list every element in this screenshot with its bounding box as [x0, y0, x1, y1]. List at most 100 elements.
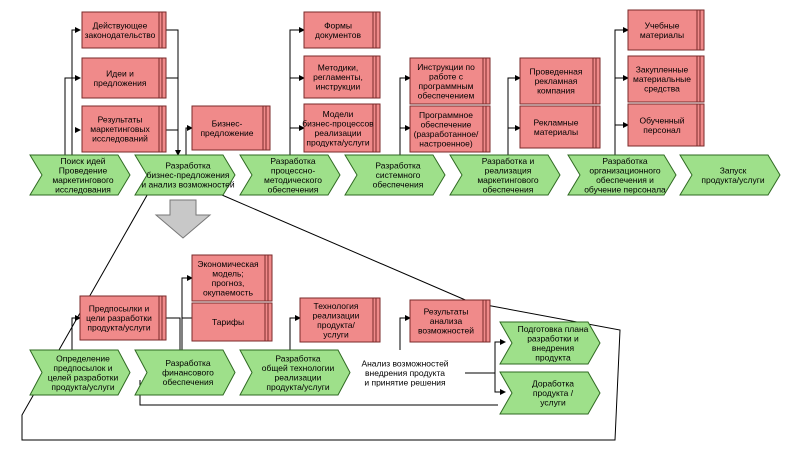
process-refine-label-line: Доработка: [532, 379, 574, 389]
document-equipment-label-line: средства: [644, 84, 680, 94]
process-develop-proposal-label-line: и анализ возможностей: [141, 180, 235, 190]
document-economic-model-label-line: прогноз,: [212, 278, 245, 288]
process-develop-marketing-label-line: маркетингового: [477, 175, 539, 185]
document-methods-label-line: инструкции: [316, 82, 361, 92]
document-ad-campaign-label-line: Проведенная: [530, 67, 583, 77]
document-methods-label-line: регламенты,: [313, 72, 363, 82]
document-forms-label-line: Формы: [324, 20, 352, 30]
process-develop-system-label-line: Разработка: [375, 161, 421, 171]
process-search-ideas-label-line: исследования: [55, 184, 111, 194]
document-process-models[interactable]: Моделибизнес-процессовреализациипродукта…: [302, 103, 381, 153]
process-develop-tech-label-line: реализации: [275, 372, 322, 382]
process-refine-label-line: продукта /: [533, 388, 574, 398]
document-legislation-label-line: законодательство: [85, 30, 156, 40]
process-define-goals-label-line: Определение: [56, 353, 110, 363]
process-search-ideas[interactable]: Поиск идейПроведениемаркетинговогоисслед…: [29, 154, 131, 196]
process-prepare-plan-label-line: Подготовка плана: [518, 324, 589, 334]
document-technology-label-line: Технология: [314, 301, 359, 311]
zoom-arrow-icon: [154, 199, 212, 239]
process-prepare-plan-label-line: разработки и: [527, 333, 579, 343]
process-refine-label-line: услуги: [540, 398, 566, 408]
process-develop-marketing-label-line: обеспечения: [483, 184, 534, 194]
document-economic-model-label-line: окупаемость: [203, 287, 254, 297]
document-process-models-label-line: Модели: [323, 109, 354, 119]
document-economic-model-label-line: Экономическая: [197, 259, 259, 269]
process-develop-process-label-line: методического: [264, 175, 322, 185]
document-ad-campaign-label-line: компания: [537, 86, 575, 96]
document-technology-label-line: услуги: [323, 329, 349, 339]
process-prepare-plan-label-line: продукта: [535, 352, 571, 362]
process-develop-tech-label-line: общей технологии: [262, 363, 335, 373]
document-ad-materials-label-line: Рекламные: [534, 117, 579, 127]
process-define-goals-label-line: целей разработки: [48, 372, 119, 382]
process-search-ideas-label-line: Поиск идей: [60, 156, 105, 166]
document-prerequisites-label-line: цели разработки: [86, 313, 152, 323]
document-business-proposal[interactable]: Бизнес-предложение: [191, 105, 271, 151]
process-develop-org-label-line: обучение персонала: [584, 184, 666, 194]
process-develop-process-label-line: Разработка: [270, 156, 316, 166]
process-develop-org-label-line: организационного: [589, 165, 661, 175]
document-process-models-label-line: бизнес-процессов: [302, 118, 374, 128]
document-analysis-results-label-line: возможностей: [418, 326, 474, 336]
document-ad-campaign-label-line: рекламная: [535, 76, 578, 86]
document-technology-label-line: продукта/: [317, 320, 355, 330]
document-process-models-label-line: реализации: [315, 128, 362, 138]
document-training-label-line: материалы: [640, 30, 684, 40]
document-equipment-label-line: материальные: [633, 74, 691, 84]
process-develop-process[interactable]: Разработкапроцессно-методическогообеспеч…: [239, 154, 341, 196]
document-tariffs[interactable]: Тарифы: [191, 302, 273, 342]
process-develop-finance-label-line: обеспечения: [163, 377, 214, 387]
document-software[interactable]: Программноеобеспечение(разработанное/нас…: [409, 105, 491, 153]
document-software-label-line: (разработанное/: [414, 129, 479, 139]
document-analysis-results-label-line: Результаты: [424, 307, 469, 317]
process-develop-marketing[interactable]: Разработка иреализациямаркетинговогообес…: [449, 154, 561, 196]
document-economic-model-label-line: модель;: [212, 268, 244, 278]
process-develop-process-label-line: обеспечения: [268, 184, 319, 194]
document-methods-label-line: Методики,: [318, 63, 359, 73]
document-technology-label-line: реализации: [313, 310, 360, 320]
process-develop-proposal-label-line: Разработка: [165, 161, 211, 171]
document-prerequisites-label-line: продукта/услуги: [87, 323, 150, 333]
document-software-label-line: Программное: [419, 110, 473, 120]
process-search-ideas-label-line: маркетингового: [52, 175, 114, 185]
document-marketing-results-label-line: исследований: [92, 134, 148, 144]
document-ad-materials-label-line: материалы: [534, 127, 578, 137]
process-develop-system-label-line: обеспечения: [373, 180, 424, 190]
process-analysis-label-line: внедрения продукта: [365, 368, 445, 378]
process-search-ideas-label-line: Проведение: [59, 165, 108, 175]
document-methods[interactable]: Методики,регламенты,инструкции: [303, 55, 381, 99]
document-instructions-label-line: программным: [419, 81, 474, 91]
process-analysis-label-line: и принятие решения: [364, 378, 446, 388]
document-staff-label-line: персонал: [643, 125, 681, 135]
document-marketing-results-label-line: Результаты: [98, 115, 143, 125]
process-analysis-label-line: Анализ возможностей: [361, 359, 448, 369]
process-define-goals-label-line: предпосылок и: [53, 363, 112, 373]
process-define-goals-label-line: продукта/услуги: [51, 382, 114, 392]
document-software-label-line: обеспечение: [421, 119, 472, 129]
